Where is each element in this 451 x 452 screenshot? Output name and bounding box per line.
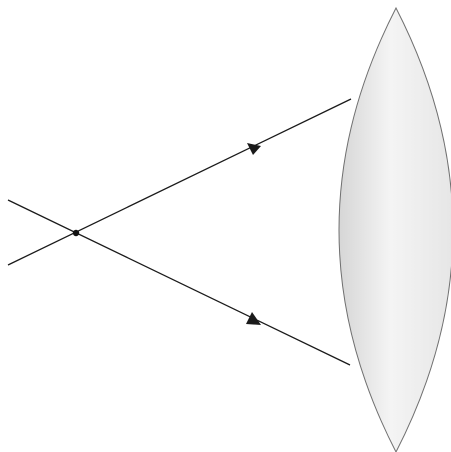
convex-lens (339, 8, 451, 452)
lower-ray (8, 200, 350, 365)
object-point (73, 230, 79, 236)
upper-ray (8, 99, 351, 265)
lower-ray-arrowhead (246, 312, 261, 325)
